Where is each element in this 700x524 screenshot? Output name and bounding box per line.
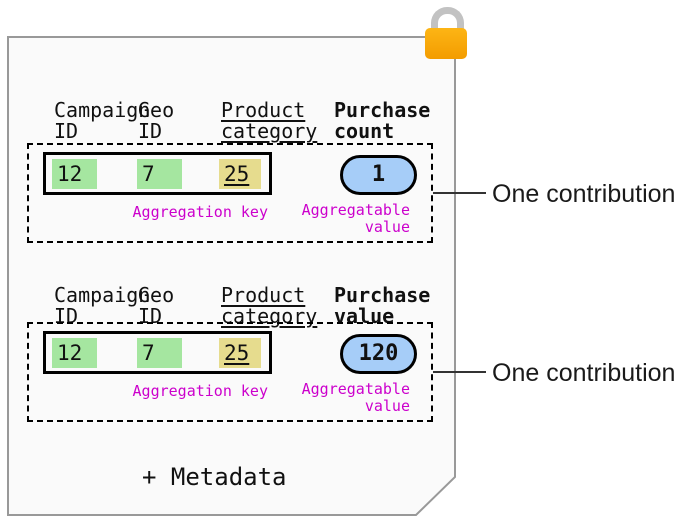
- column-header-geo-id: Geo ID: [138, 283, 175, 328]
- column-header-campaign-id: Campaign ID: [54, 98, 151, 143]
- key-cell-geo-id: 7: [137, 338, 182, 368]
- lock-body: [425, 28, 467, 59]
- aggregatable-value-label: Aggregatable value: [301, 380, 410, 415]
- aggregation-key-box: 12 7 25: [43, 152, 272, 195]
- one-contribution-label: One contribution: [492, 359, 676, 387]
- key-cell-geo-id: 7: [137, 159, 182, 189]
- aggregatable-value-label: Aggregatable value: [301, 201, 410, 236]
- contribution-dashed-box: [27, 143, 433, 243]
- connector-line: [433, 371, 486, 373]
- metadata-label: + Metadata: [142, 463, 287, 491]
- aggregation-key-label: Aggregation key: [132, 382, 268, 400]
- report-card: [7, 36, 456, 516]
- key-cell-product-category: 25: [219, 338, 261, 368]
- column-header-geo-id: Geo ID: [138, 98, 175, 143]
- contribution-dashed-box: [27, 322, 433, 422]
- one-contribution-label: One contribution: [492, 180, 676, 208]
- aggregatable-value-pill: 120: [340, 334, 417, 374]
- report-card-shape: [7, 36, 456, 516]
- lock-shackle: [431, 7, 464, 37]
- aggregation-key-label: Aggregation key: [132, 203, 268, 221]
- key-cell-campaign-id: 12: [52, 159, 97, 189]
- aggregatable-value-pill: 1: [340, 155, 417, 195]
- column-header-campaign-id: Campaign ID: [54, 283, 151, 328]
- key-cell-campaign-id: 12: [52, 338, 97, 368]
- column-header-purchase-count: Purchase count: [334, 98, 431, 143]
- column-header-product-category: Product category: [221, 98, 318, 143]
- column-header-product-category: Product category: [221, 283, 318, 328]
- aggregation-key-box: 12 7 25: [43, 331, 272, 374]
- connector-line: [433, 192, 486, 194]
- column-header-purchase-value: Purchase value: [334, 283, 431, 328]
- key-cell-product-category: 25: [219, 159, 261, 189]
